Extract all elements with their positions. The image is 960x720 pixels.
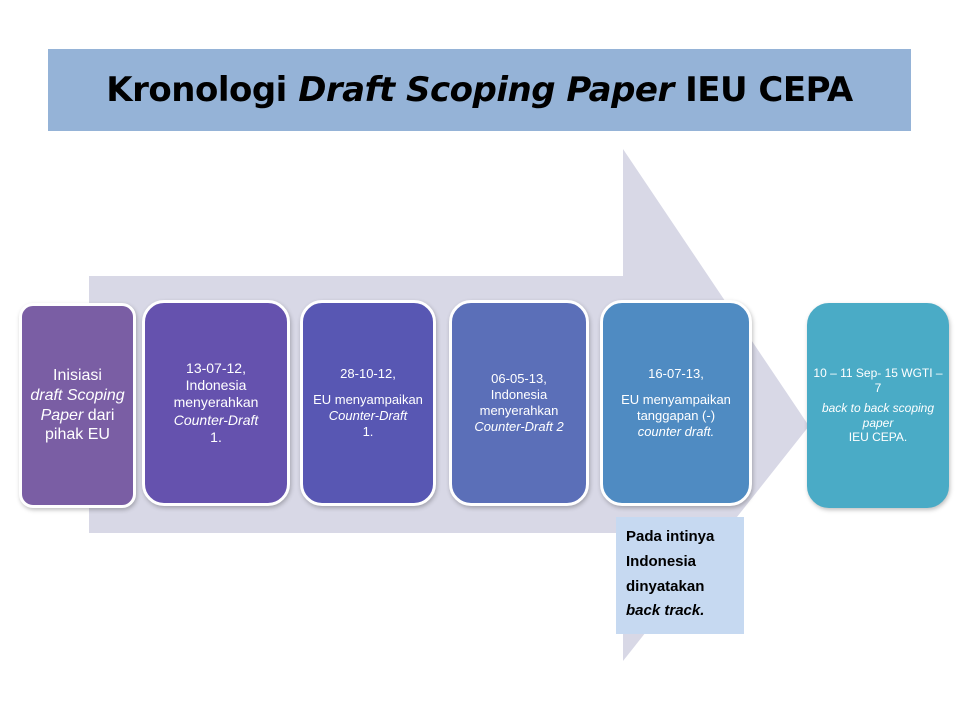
step4-action: Indonesia menyerahkan	[479, 387, 559, 418]
step3-tail: 1.	[362, 423, 374, 439]
step-counter-draft-2: 06-05-13, Indonesia menyerahkan Counter-…	[449, 300, 589, 506]
step5-action: EU menyampaikan tanggapan (-)	[621, 392, 731, 423]
page-title: Kronologi Draft Scoping Paper IEU CEPA	[106, 70, 853, 110]
step2-tail: 1.	[210, 428, 222, 445]
step4-doc: Counter-Draft 2	[474, 418, 564, 434]
step-initiation: Inisiasi draft Scoping Paper dari pihak …	[19, 303, 136, 508]
step6-tail: IEU CEPA.	[848, 430, 908, 445]
backtrack-note: Pada intinya Indonesia dinyatakan back t…	[616, 517, 744, 634]
step-counter-draft-1-indonesia: 13-07-12, Indonesia menyerahkan Counter-…	[142, 300, 290, 506]
note-text: Pada intinya Indonesia dinyatakan	[626, 528, 715, 595]
step-wgti-7: 10 – 11 Sep- 15 WGTI – 7 back to back sc…	[807, 303, 949, 508]
title-italic: Draft Scoping Paper	[298, 70, 674, 110]
step-eu-response: 16-07-13, EU menyampaikan tanggapan (-) …	[600, 300, 752, 506]
step6-date: 10 – 11 Sep- 15 WGTI – 7	[813, 365, 943, 395]
note-italic: back track.	[626, 602, 705, 620]
title-suffix: IEU CEPA	[673, 70, 853, 110]
title-prefix: Kronologi	[106, 70, 299, 110]
step3-doc: Counter-Draft	[328, 408, 408, 423]
step2-date: 13-07-12,	[186, 360, 246, 377]
step5-date: 16-07-13,	[648, 366, 704, 382]
step6-doc: back to back scoping paper	[821, 401, 935, 430]
step5-doc: counter draft.	[637, 423, 715, 439]
step2-doc: Counter-Draft	[173, 411, 259, 428]
step1-label: Inisiasi	[53, 367, 102, 385]
step3-date: 28-10-12,	[340, 366, 396, 382]
title-banner: Kronologi Draft Scoping Paper IEU CEPA	[48, 49, 911, 131]
step2-action: Indonesia menyerahkan	[173, 377, 259, 411]
step1-italic: draft Scoping Paper	[30, 386, 125, 424]
step1-rest: dari pihak EU	[45, 406, 115, 444]
step3-action: EU menyampaikan	[313, 392, 423, 408]
step4-date: 06-05-13,	[491, 371, 547, 387]
step-counter-draft-1-eu: 28-10-12, EU menyampaikan Counter-Draft …	[300, 300, 436, 506]
